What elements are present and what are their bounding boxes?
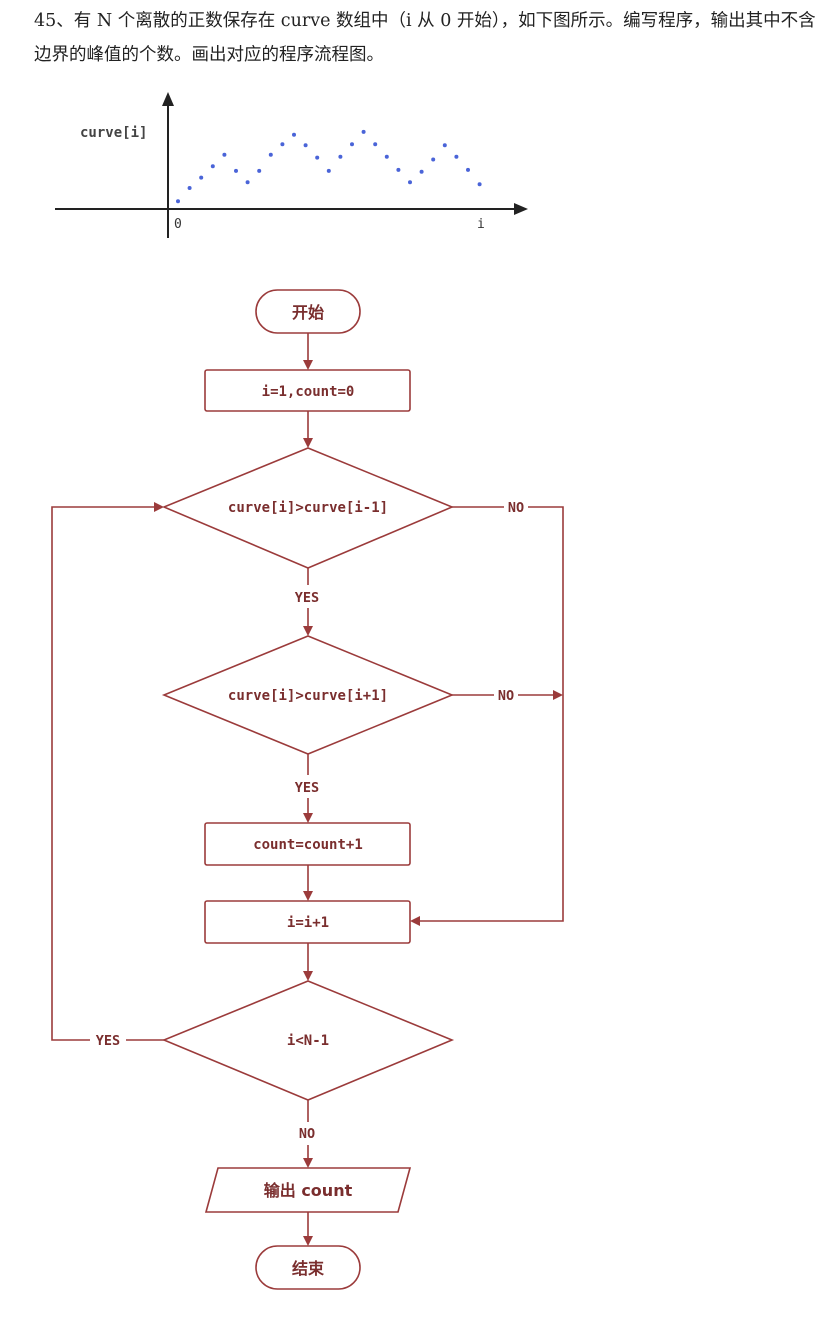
start-terminator [255, 289, 361, 334]
data-point [222, 152, 227, 157]
question-text: 45、有 N 个离散的正数保存在 curve 数组中（i 从 0 开始），如下图… [34, 11, 816, 65]
cond1-decision [161, 447, 455, 569]
arrow-icon [303, 813, 313, 823]
arrow-icon [303, 626, 313, 636]
data-point [396, 167, 401, 172]
y-axis-arrow-icon [162, 92, 174, 106]
cond3-yes-label: YES [96, 1033, 120, 1049]
arrow-icon [303, 1236, 313, 1246]
origin-label: 0 [174, 217, 182, 232]
cond3-decision [161, 980, 455, 1101]
data-point [234, 168, 238, 173]
curve-chart: curve[i] 0 i [55, 92, 528, 238]
data-point [466, 167, 470, 172]
count-label: count=count+1 [253, 837, 363, 853]
cond1-yes-label: YES [295, 590, 319, 606]
flowchart: 开始 i=1,count=0 curve[i]>curve[i-1] curve… [51, 289, 564, 1290]
cond2-yes-label: YES [295, 780, 319, 796]
data-point [187, 186, 192, 190]
connector-no-to-inc [418, 506, 564, 922]
data-point [384, 154, 389, 159]
data-point [350, 142, 354, 147]
data-point [361, 129, 366, 134]
init-label: i=1,count=0 [262, 384, 355, 400]
data-point [199, 175, 204, 180]
increment-i-label: i=i+1 [287, 915, 329, 931]
cond2-label: curve[i]>curve[i+1] [228, 688, 388, 704]
connector-loop-back [51, 506, 156, 1041]
init-process [204, 369, 411, 412]
cond3-label: i<N-1 [287, 1033, 329, 1049]
data-point [373, 142, 378, 147]
data-point [303, 143, 308, 148]
count-process [204, 822, 411, 866]
arrow-icon [303, 360, 313, 370]
x-axis-label: i [477, 217, 485, 232]
cond3-no-label: NO [299, 1126, 315, 1142]
data-point [257, 168, 262, 173]
increment-i-process [204, 900, 411, 944]
data-point [268, 152, 273, 157]
output-io [204, 1167, 412, 1213]
data-point [408, 180, 412, 185]
data-point [338, 154, 343, 159]
y-axis-label: curve[i] [80, 125, 147, 141]
data-point [454, 154, 459, 159]
end-terminator [255, 1245, 361, 1290]
x-axis-arrow-icon [514, 203, 528, 215]
data-point [210, 164, 215, 169]
arrow-icon [154, 502, 164, 512]
arrow-icon [303, 438, 313, 448]
data-point [245, 180, 250, 185]
data-point [442, 143, 447, 148]
cond1-label: curve[i]>curve[i-1] [228, 500, 388, 516]
data-point [419, 169, 424, 174]
arrow-icon [553, 690, 563, 700]
data-point [280, 142, 285, 147]
end-label: 结束 [291, 1259, 325, 1278]
start-label: 开始 [292, 303, 324, 322]
data-point [477, 182, 482, 187]
data-point [326, 168, 331, 173]
arrow-icon [303, 1158, 313, 1168]
data-point [176, 199, 180, 204]
cond2-no-label: NO [498, 688, 514, 704]
data-point [431, 157, 436, 162]
cond2-decision [161, 635, 455, 755]
arrow-icon [303, 971, 313, 981]
arrow-icon [303, 891, 313, 901]
data-point [315, 155, 320, 160]
data-points [176, 129, 482, 204]
data-point [292, 132, 296, 137]
output-label: 输出 count [264, 1181, 353, 1200]
arrow-icon [410, 916, 420, 926]
cond1-no-label: NO [508, 500, 524, 516]
